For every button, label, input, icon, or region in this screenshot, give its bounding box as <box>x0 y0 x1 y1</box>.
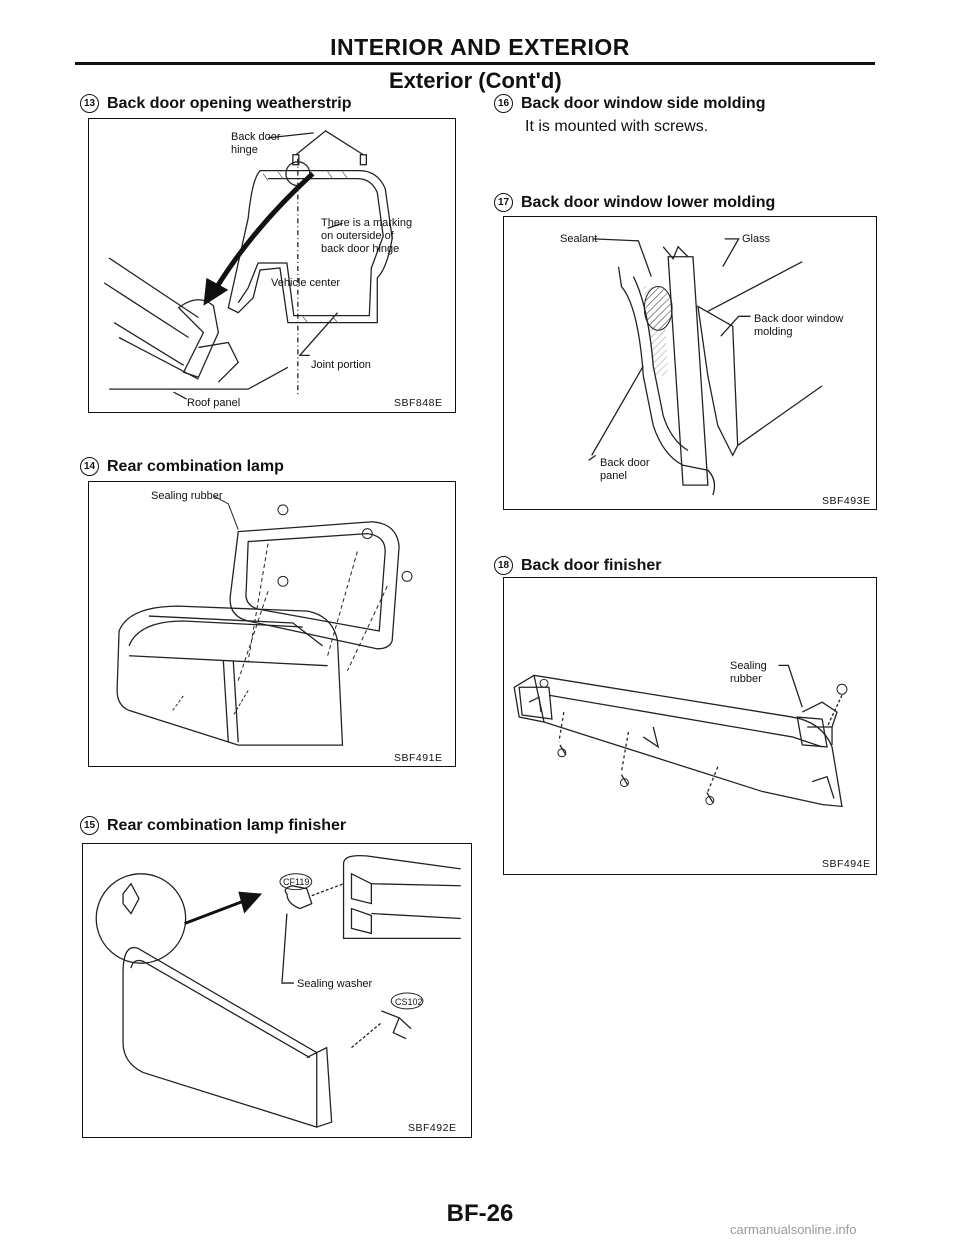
figure-code-sbf494e: SBF494E <box>822 858 871 870</box>
section-16-title: Back door window side molding <box>521 94 766 112</box>
section-16-description: It is mounted with screws. <box>525 118 709 135</box>
figure-code-sbf493e: SBF493E <box>822 495 871 507</box>
rear-lamp-diagram <box>116 495 413 746</box>
label-roof-panel: Roof panel <box>187 397 241 409</box>
section-14-heading: 14 Rear combination lamp <box>80 457 284 476</box>
figure-lamp-finisher: CF119 Sealing washer CS102 SBF492E <box>82 843 472 1138</box>
item-number-13: 13 <box>80 94 99 113</box>
weatherstrip-diagram <box>103 130 393 400</box>
item-number-16: 16 <box>494 94 513 113</box>
page-number: BF-26 <box>446 1200 514 1227</box>
section-16-heading: 16 Back door window side molding <box>494 94 765 113</box>
finisher-diagram <box>513 664 848 808</box>
section-17-title: Back door window lower molding <box>521 193 776 211</box>
section-14-title: Rear combination lamp <box>107 457 284 475</box>
watermark-text: carmanualsonline.info <box>730 1222 857 1237</box>
label-sealant: Sealant <box>560 233 598 245</box>
figure-code-sbf491e: SBF491E <box>394 752 443 764</box>
label-clip-cs102: CS102 <box>395 997 423 1007</box>
label-sealing-washer: Sealing washer <box>297 978 373 990</box>
label-sealing-rubber: Sealing rubber <box>151 490 223 502</box>
label-hinge-marking: There is a marking on outerside of back … <box>321 217 413 255</box>
figure-weatherstrip: Back door hinge There is a marking on ou… <box>88 118 456 413</box>
section-13-title: Back door opening weatherstrip <box>107 94 352 112</box>
page-header-title: INTERIOR AND EXTERIOR <box>330 34 630 60</box>
label-vehicle-center: Vehicle center <box>271 277 341 289</box>
label-sealing-rubber-finisher: Sealing rubber <box>730 660 767 685</box>
figure-window-lower-molding: Sealant Glass Back door window molding B… <box>503 216 877 510</box>
lamp-finisher-diagram <box>95 854 461 1128</box>
section-15-title: Rear combination lamp finisher <box>107 816 347 834</box>
label-back-door-panel: Back door panel <box>600 457 650 482</box>
figure-code-sbf492e: SBF492E <box>408 1122 457 1134</box>
figure-back-door-finisher: Sealing rubber SBF494E <box>503 577 877 875</box>
section-18-title: Back door finisher <box>521 556 662 574</box>
lower-molding-section-diagram <box>588 238 823 496</box>
figure-rear-combination-lamp: Sealing rubber SBF491E <box>88 481 456 767</box>
item-number-14: 14 <box>80 457 99 476</box>
section-18-heading: 18 Back door finisher <box>494 556 661 575</box>
section-15-heading: 15 Rear combination lamp finisher <box>80 816 346 835</box>
label-joint-portion: Joint portion <box>311 359 371 371</box>
label-glass: Glass <box>742 233 771 245</box>
label-molding: Back door window molding <box>754 313 844 338</box>
section-13-heading: 13 Back door opening weatherstrip <box>80 94 351 113</box>
section-17-heading: 17 Back door window lower molding <box>494 193 775 212</box>
label-clip-cf119: CF119 <box>283 877 310 887</box>
label-back-door-hinge: Back door hinge <box>231 131 281 156</box>
section-subtitle: Exterior (Cont'd) <box>389 68 562 93</box>
item-number-17: 17 <box>494 193 513 212</box>
item-number-18: 18 <box>494 556 513 575</box>
item-number-15: 15 <box>80 816 99 835</box>
header-rule <box>75 62 875 65</box>
figure-code-sbf848e: SBF848E <box>394 397 443 409</box>
